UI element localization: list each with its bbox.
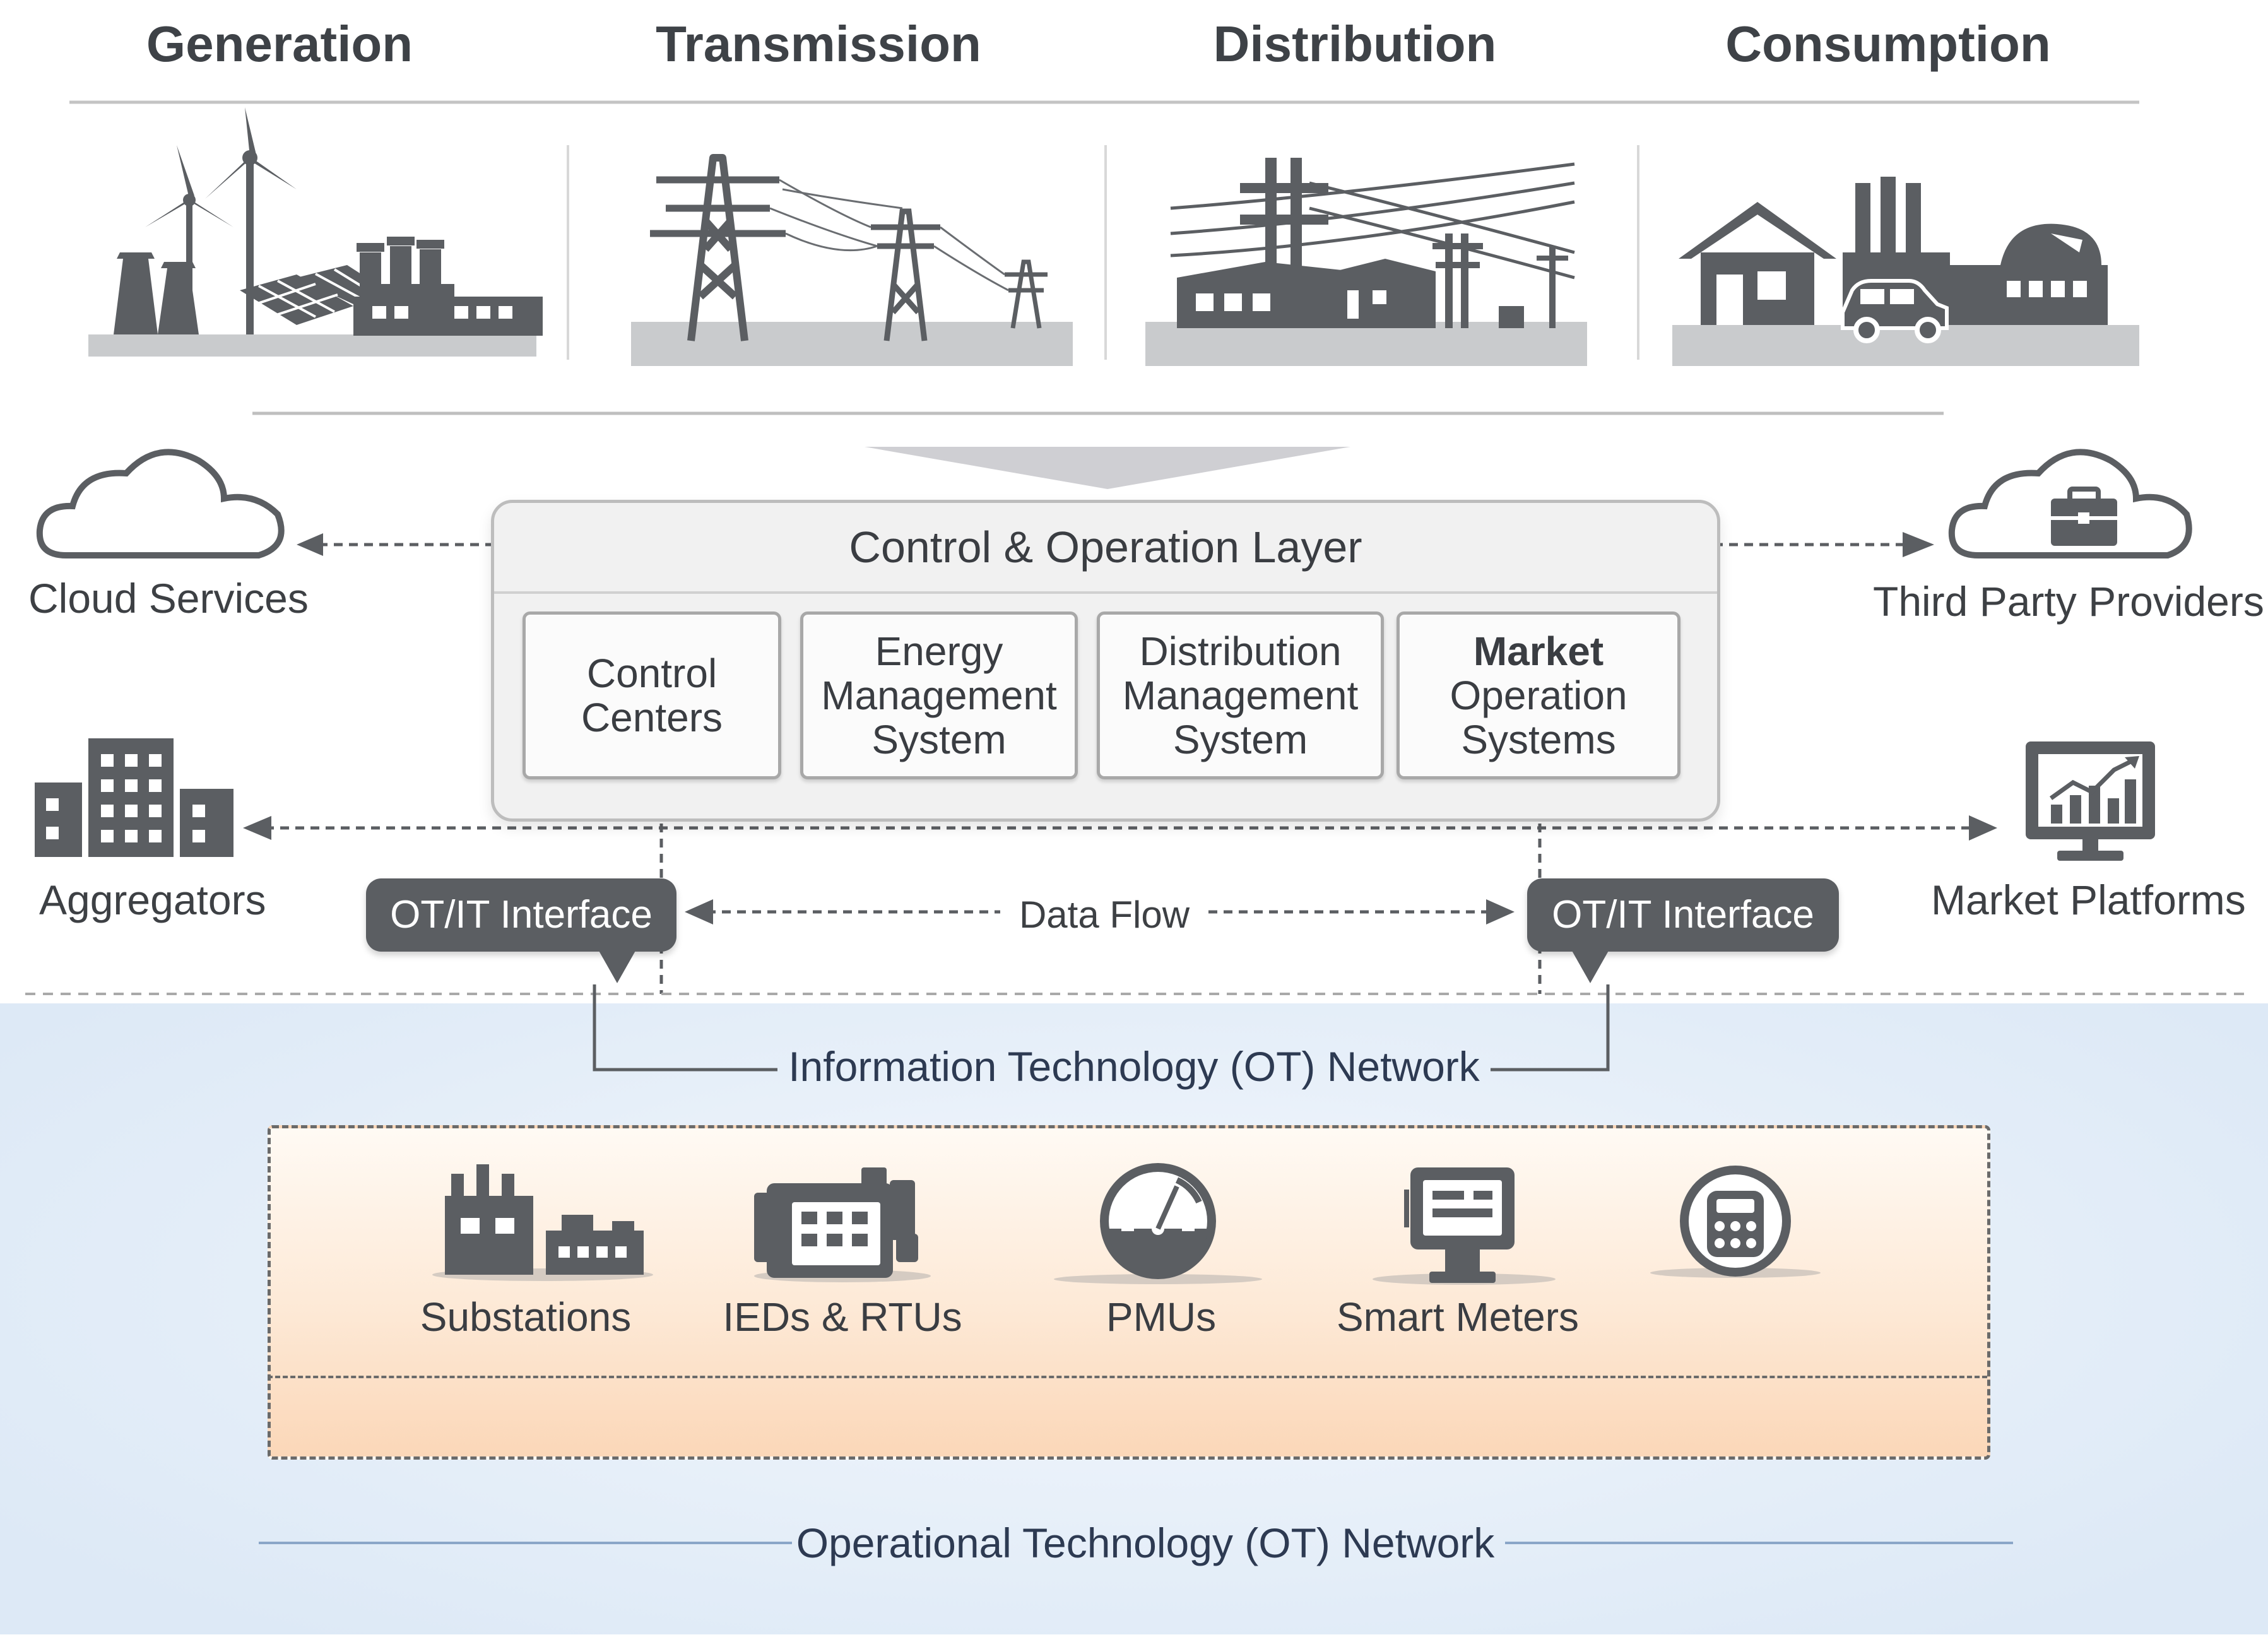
device-label-smart-meters: Smart Meters bbox=[1336, 1294, 1580, 1340]
aggregators-icon bbox=[35, 738, 233, 857]
ot-it-interface-left: OT/IT Interface bbox=[366, 878, 676, 952]
arrow-left-icon bbox=[685, 899, 713, 924]
system-label-line: Energy bbox=[875, 629, 1003, 674]
device-label-substations: Substations bbox=[420, 1294, 632, 1340]
stage-title-distribution: Distribution bbox=[1213, 16, 1497, 72]
smart-meter-icon bbox=[1650, 1166, 1821, 1278]
cloud-services-label: Cloud Services bbox=[28, 575, 309, 622]
arrow-right-icon bbox=[1903, 532, 1934, 557]
system-label-line: Operation bbox=[1450, 673, 1627, 718]
arrow-right-icon bbox=[1486, 899, 1515, 924]
control-layer-title: Control & Operation Layer bbox=[494, 503, 1717, 594]
device-label-pmus: PMUs bbox=[1106, 1294, 1217, 1340]
header-lines bbox=[69, 100, 2139, 489]
system-label-line: Management bbox=[821, 673, 1057, 718]
it-network-bracket bbox=[593, 950, 1610, 1072]
aggregators-label: Aggregators bbox=[39, 877, 266, 923]
arrow-left-icon bbox=[297, 533, 323, 556]
stage-title-consumption: Consumption bbox=[1725, 16, 2051, 72]
system-label-line: Management bbox=[1122, 673, 1359, 718]
down-arrow-icon bbox=[865, 447, 1350, 489]
pointer-icon bbox=[598, 950, 636, 983]
ot-network-label: Operational Technology (OT) Network bbox=[796, 1520, 1495, 1566]
generation-icon bbox=[88, 107, 543, 357]
pmu-gauge-icon bbox=[1054, 1163, 1262, 1284]
third-party-providers-label: Third Party Providers bbox=[1873, 578, 2264, 625]
system-label-line: Centers bbox=[581, 695, 723, 740]
arrow-left-icon bbox=[243, 816, 271, 840]
system-label-line: Market bbox=[1473, 629, 1604, 674]
market-platforms-icon bbox=[2026, 741, 2155, 861]
system-label-line: Distribution bbox=[1139, 629, 1342, 674]
it-network-label: Information Technology (OT) Network bbox=[788, 1043, 1480, 1090]
third-party-providers-icon bbox=[1948, 449, 2192, 558]
ot-network-rules bbox=[259, 1542, 2013, 1544]
stage-title-transmission: Transmission bbox=[656, 16, 981, 72]
transmission-icon bbox=[631, 154, 1073, 366]
market-platforms-label: Market Platforms bbox=[1931, 877, 2246, 923]
field-divider bbox=[268, 1376, 1987, 1378]
system-label-line: System bbox=[1172, 717, 1308, 762]
pointer-icon bbox=[1571, 950, 1609, 983]
system-label-line: System bbox=[871, 717, 1007, 762]
briefcase-icon bbox=[2051, 487, 2117, 546]
substation-icon bbox=[432, 1164, 653, 1281]
system-label-line: Control bbox=[586, 651, 718, 696]
ot-it-interface-right: OT/IT Interface bbox=[1527, 878, 1839, 952]
distribution-icon bbox=[1145, 158, 1587, 366]
smart-meter-terminal-icon bbox=[1373, 1167, 1556, 1285]
bar-chart-icon bbox=[2051, 779, 2136, 824]
arrow-right-icon bbox=[1969, 815, 1997, 841]
system-label-line: Systems bbox=[1461, 717, 1616, 762]
stage-title-generation: Generation bbox=[146, 16, 413, 72]
ied-rtu-icon bbox=[754, 1167, 931, 1282]
connector-lines bbox=[25, 532, 2247, 995]
data-flow-label: Data Flow bbox=[1000, 887, 1208, 943]
cloud-services-icon bbox=[36, 449, 285, 558]
consumption-icon bbox=[1672, 177, 2139, 366]
device-label-ieds-rtus: IEDs & RTUs bbox=[723, 1294, 962, 1340]
